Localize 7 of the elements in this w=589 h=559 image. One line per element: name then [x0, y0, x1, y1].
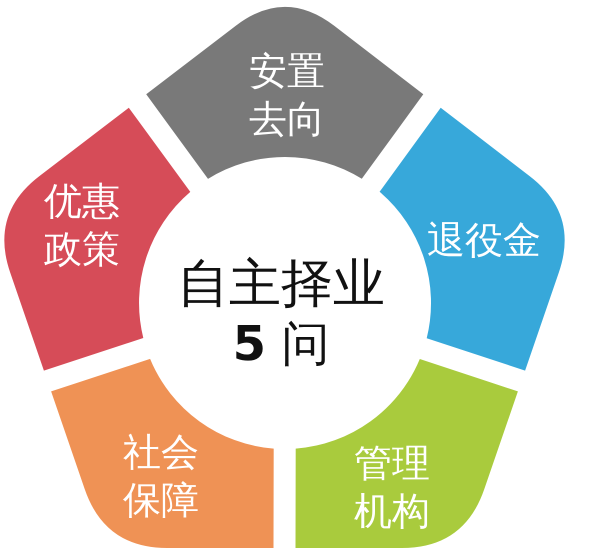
hub-subtitle: 5 问: [232, 320, 330, 368]
hub-title: 自主择业: [177, 258, 385, 310]
segment-label: 退役金: [426, 217, 542, 264]
segment-label: 安置去向: [248, 48, 326, 143]
segment-label: 社会保障: [122, 429, 200, 524]
segment-label: 管理机构: [353, 440, 431, 535]
segment-label: 优惠政策: [43, 178, 121, 273]
